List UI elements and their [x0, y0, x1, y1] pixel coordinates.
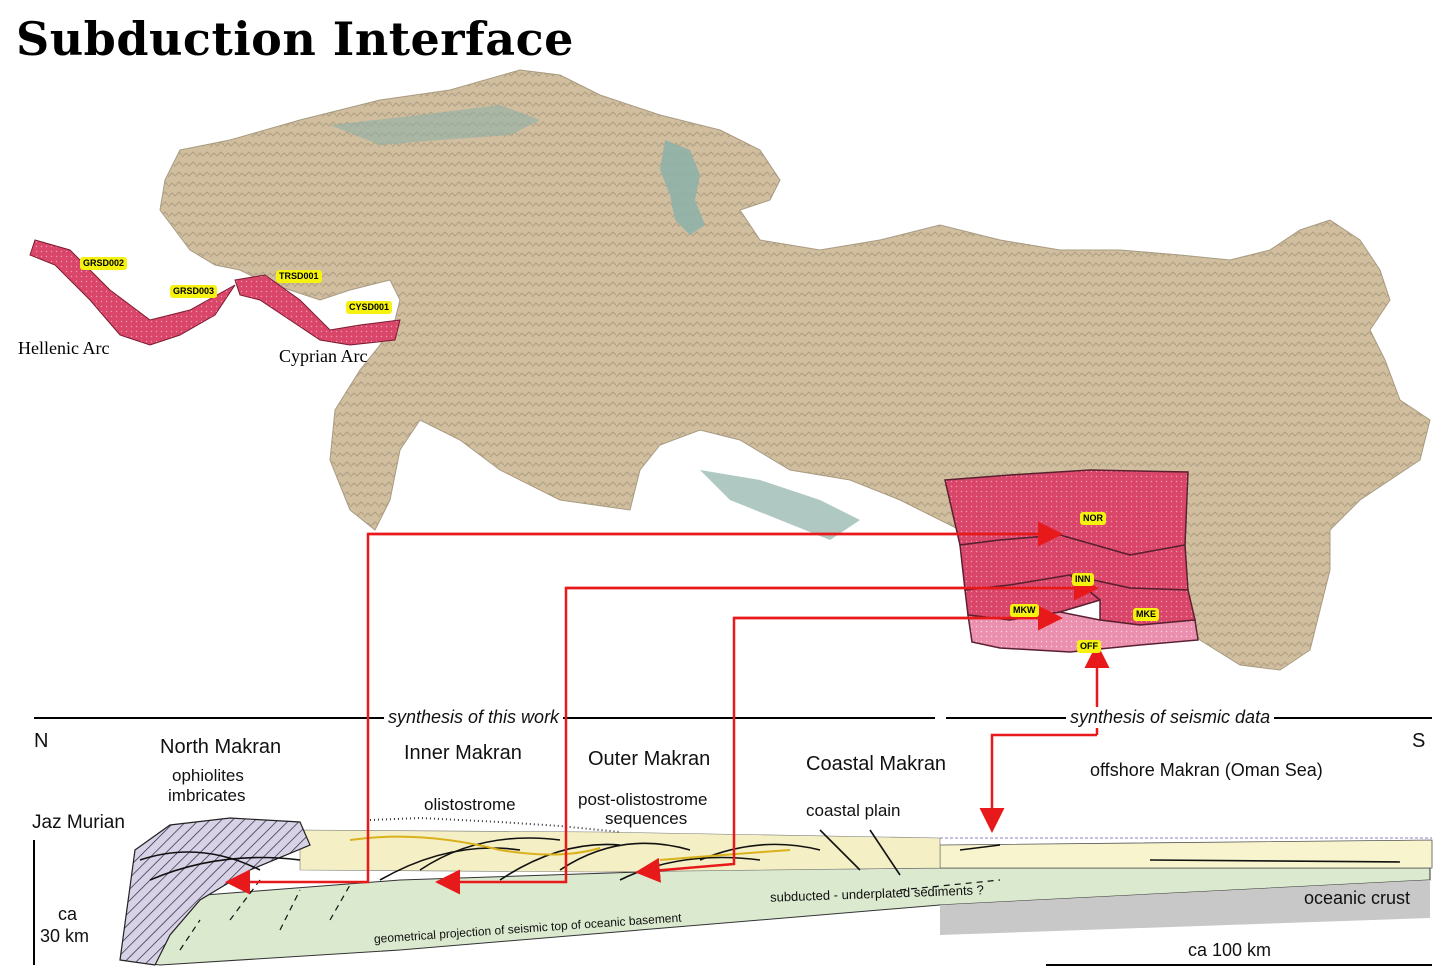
zone-tag-off: OFF — [1077, 640, 1101, 653]
inner-makran-label: Inner Makran — [404, 742, 522, 764]
zone-tag-mkw: MKW — [1010, 604, 1039, 617]
depth-ca-label: ca — [58, 904, 78, 924]
south-marker: S — [1412, 730, 1426, 752]
map-landmass — [159, 69, 1431, 671]
offshore-makran-label: offshore Makran (Oman Sea) — [1090, 760, 1323, 780]
imbricates-label: imbricates — [168, 786, 246, 805]
zone-tag-nor: NOR — [1080, 512, 1106, 525]
sequences-label: sequences — [605, 809, 688, 828]
olistostrome-label: olistostrome — [424, 795, 516, 814]
caspian-sea — [660, 140, 705, 235]
arrow-nor — [225, 532, 1060, 895]
zone-tag-mke: MKE — [1133, 608, 1159, 621]
oceanic-crust-gray — [940, 880, 1430, 935]
coastal-plain-label: coastal plain — [806, 801, 901, 820]
page-title: Subduction Interface — [16, 12, 574, 66]
olistostrome-cap — [369, 816, 621, 833]
cyprian-arc-zone — [234, 274, 401, 346]
offshore-sediments — [939, 839, 1433, 869]
cyprian-arc-label: Cyprian Arc — [279, 346, 368, 366]
synthesis-seismic: synthesis of seismic data — [1066, 707, 1275, 728]
coastal-makran-label: Coastal Makran — [806, 753, 947, 775]
depth-km-label: 30 km — [40, 926, 90, 946]
zone-tag-trsd001: TRSD001 — [276, 270, 322, 283]
synthesis-this-work: synthesis of this work — [384, 707, 564, 728]
yellow-contact-2 — [659, 849, 791, 861]
zone-tag-grsd003: GRSD003 — [170, 285, 218, 298]
dashed-faults — [179, 879, 1001, 951]
jaz-murian-label: Jaz Murian — [32, 812, 125, 834]
onshore-sediments — [299, 829, 941, 873]
outer-makran-label: Outer Makran — [588, 748, 711, 770]
north-marker: N — [34, 730, 49, 752]
zone-tag-inn: INN — [1072, 573, 1094, 586]
scale-label: ca 100 km — [1188, 940, 1272, 960]
black-sea — [330, 105, 540, 145]
oceanic-crust-label: oceanic crust — [1304, 888, 1411, 908]
hellenic-arc-label: Hellenic Arc — [18, 338, 110, 358]
north-makran-label: North Makran — [160, 736, 282, 758]
persian-gulf — [700, 470, 860, 540]
yellow-contact-1 — [349, 835, 601, 856]
post-olistostrome-label: post-olistostrome — [578, 790, 708, 809]
zone-tag-grsd002: GRSD002 — [80, 257, 128, 270]
north-makran-wedge — [119, 817, 311, 966]
ophiolites-label: ophiolites — [172, 766, 244, 785]
zone-tag-cysd001: CYSD001 — [346, 301, 393, 314]
link-arrows — [225, 521, 1110, 895]
